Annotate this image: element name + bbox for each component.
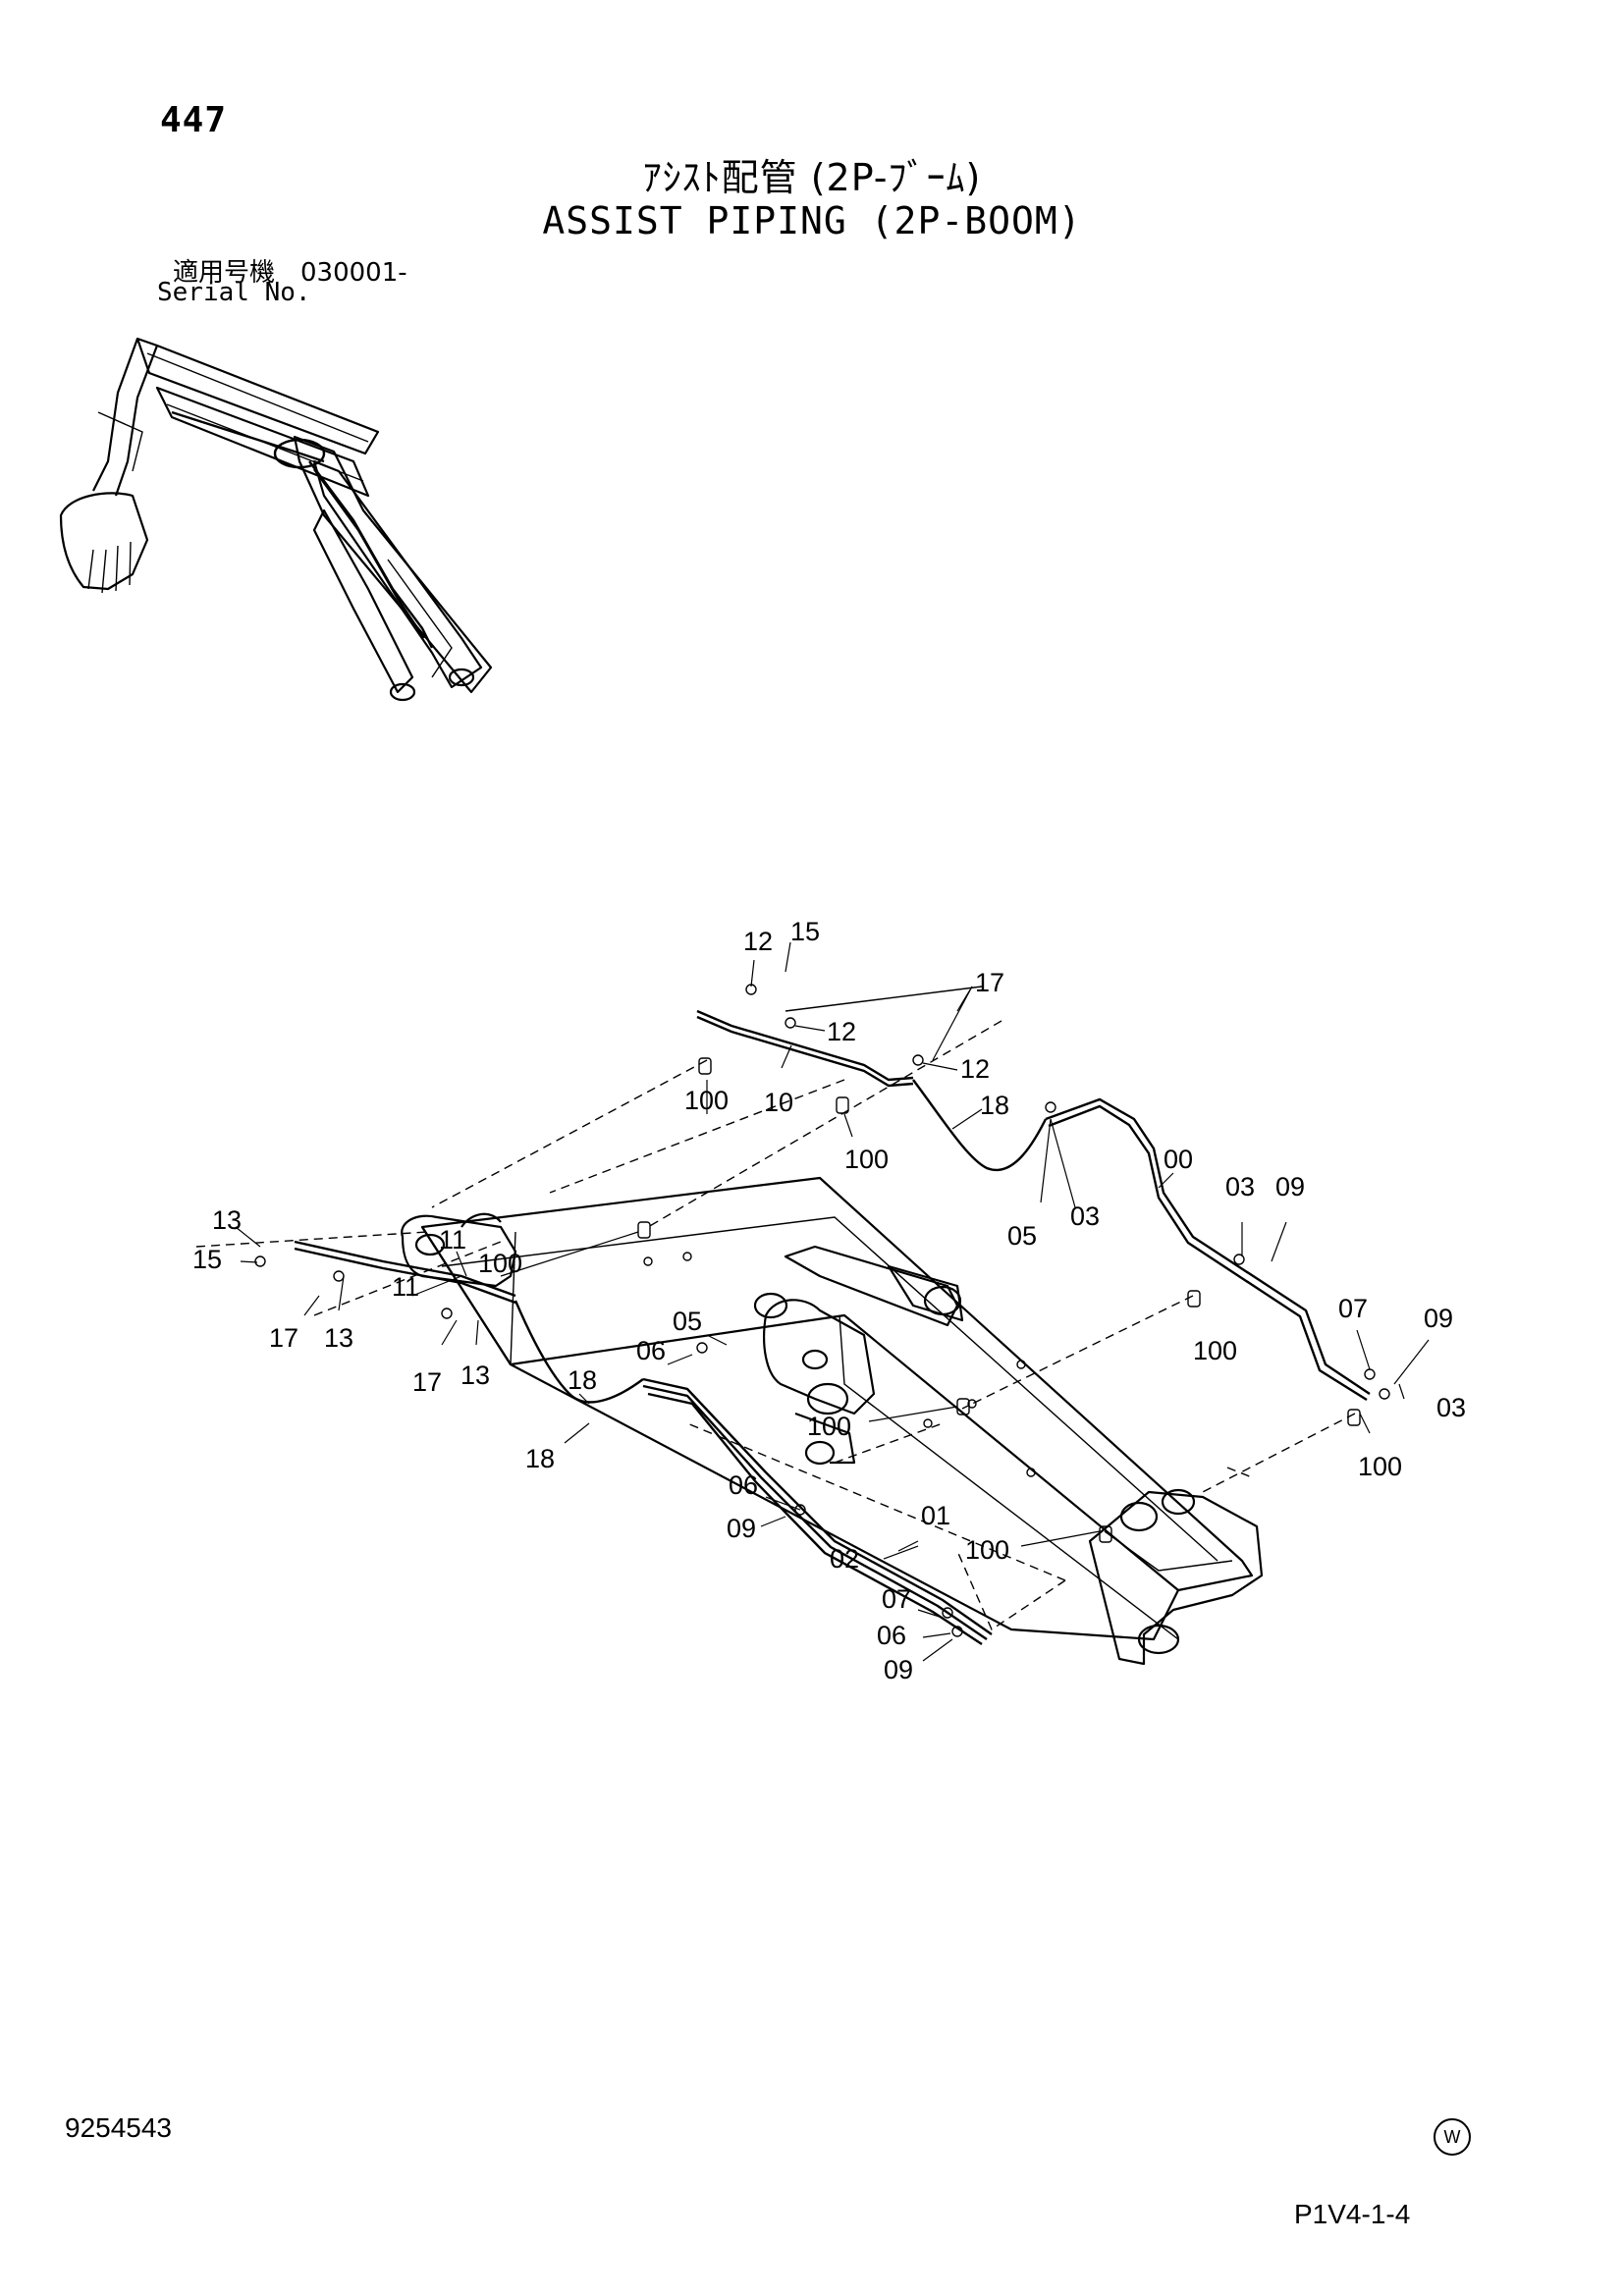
callout-12: 12 (827, 1017, 856, 1046)
callout-100: 100 (1193, 1336, 1237, 1365)
boom-body (401, 1176, 1264, 1666)
callout-06: 06 (636, 1336, 666, 1365)
callout-100: 100 (684, 1086, 729, 1115)
callout-100: 100 (478, 1249, 522, 1278)
assembly-guide-lines (195, 1020, 1356, 1631)
callout-01: 01 (921, 1501, 950, 1530)
callout-03: 03 (1436, 1393, 1466, 1422)
callout-02: 02 (830, 1544, 859, 1574)
callout-17: 17 (412, 1367, 442, 1397)
callout-12: 12 (743, 927, 773, 956)
callout-leaders (235, 941, 1430, 1662)
callout-18: 18 (525, 1444, 555, 1473)
callout-13: 13 (460, 1361, 490, 1390)
callout-07: 07 (1338, 1294, 1368, 1323)
callout-09: 09 (884, 1655, 913, 1684)
callout-100: 100 (844, 1145, 889, 1174)
callout-100: 100 (965, 1535, 1009, 1565)
page-number: 447 (160, 100, 228, 140)
callout-07: 07 (882, 1584, 911, 1614)
callout-17: 17 (269, 1323, 298, 1353)
callout-03: 03 (1225, 1172, 1255, 1201)
excavator-overview-thumbnail (59, 337, 493, 702)
callout-18: 18 (980, 1091, 1009, 1120)
callout-100: 100 (1358, 1452, 1402, 1481)
callout-18: 18 (568, 1365, 597, 1395)
callout-15: 15 (790, 917, 820, 946)
callout-labels: 12 15 17 12 12 100 10 100 18 00 03 09 05… (192, 917, 1466, 1684)
document-number: 9254543 (65, 2112, 173, 2143)
callout-09: 09 (1424, 1304, 1453, 1333)
callout-100: 100 (807, 1412, 851, 1441)
callout-03: 03 (1070, 1201, 1100, 1231)
circled-w-mark: W (1434, 2118, 1471, 2156)
callout-13: 13 (324, 1323, 353, 1353)
page-code: P1V4-1-4 (1294, 2199, 1411, 2229)
callout-05: 05 (673, 1307, 702, 1336)
callout-09: 09 (1275, 1172, 1305, 1201)
callout-11: 11 (439, 1225, 466, 1255)
callout-06: 06 (729, 1470, 758, 1500)
title-japanese: ｱｼｽﾄ配管 (2P-ﾌﾞｰﾑ) (642, 156, 982, 199)
callout-17: 17 (975, 968, 1004, 997)
callout-11: 11 (392, 1272, 419, 1302)
callout-05: 05 (1007, 1221, 1037, 1251)
callout-13: 13 (212, 1205, 242, 1235)
serial-label-japanese: 適用号機 030001- (173, 258, 407, 288)
title-english: ASSIST PIPING (2P-BOOM) (542, 199, 1082, 242)
serial-label-english: Serial No. (157, 278, 311, 307)
callout-00: 00 (1164, 1145, 1193, 1174)
callout-12: 12 (960, 1054, 990, 1084)
callout-10: 10 (764, 1088, 793, 1117)
callout-06: 06 (877, 1621, 906, 1650)
callout-09: 09 (727, 1514, 756, 1543)
callout-15: 15 (192, 1245, 222, 1274)
